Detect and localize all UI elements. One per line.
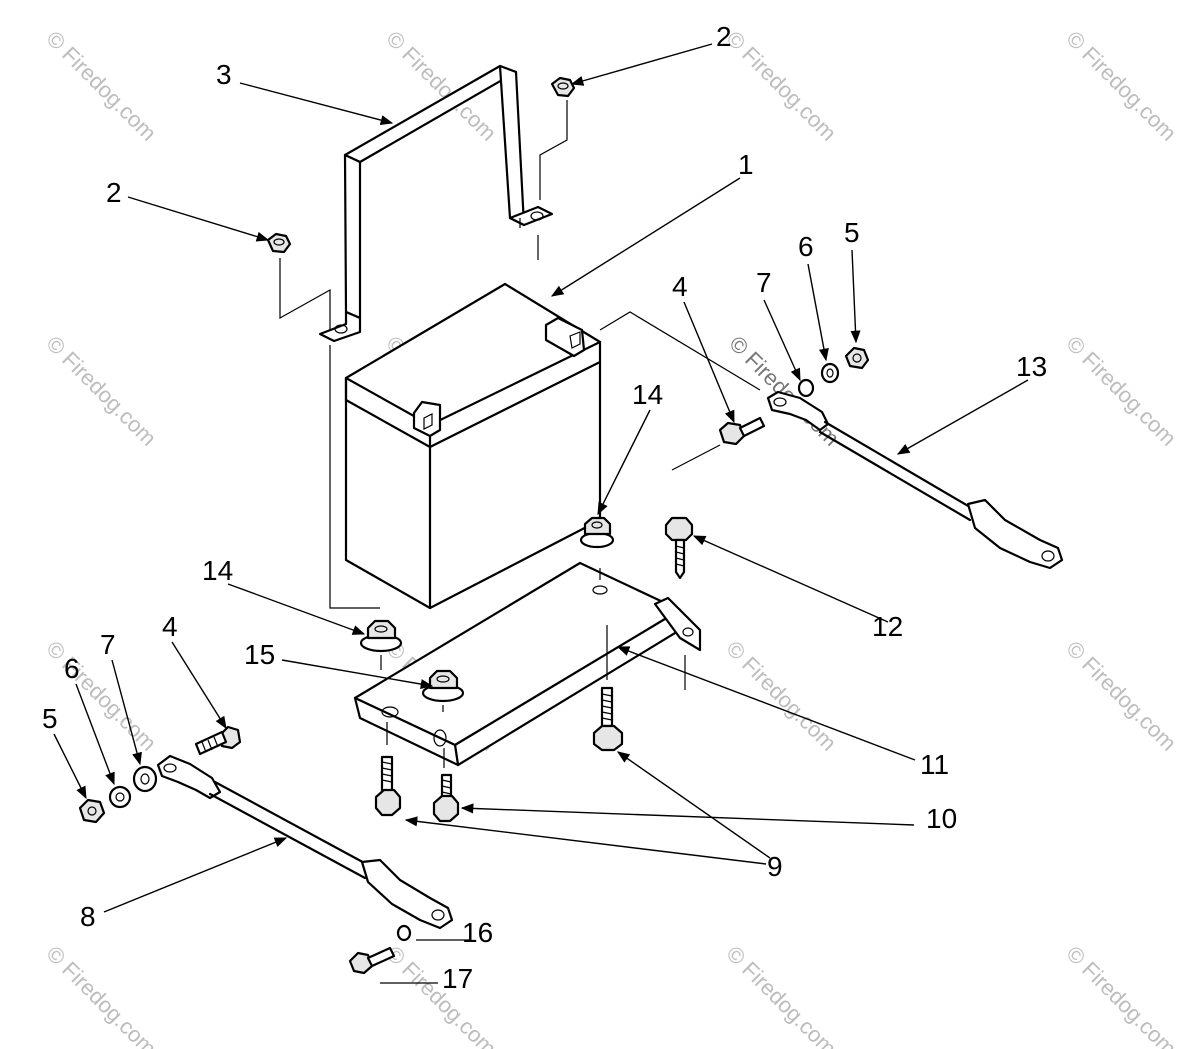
bolt-tray-left bbox=[374, 755, 402, 817]
callout-6: 6 bbox=[64, 653, 80, 684]
callout-1: 1 bbox=[738, 149, 754, 180]
lock-washer-6-right bbox=[820, 362, 840, 384]
watermark: © Firedog.com bbox=[721, 26, 841, 146]
callout-3: 3 bbox=[216, 59, 232, 90]
hex-nut-top-right bbox=[550, 76, 576, 98]
callout-13: 13 bbox=[1016, 351, 1047, 382]
watermark: © Firedog.com bbox=[41, 26, 161, 146]
callout-leaders bbox=[53, 43, 1029, 913]
hex-nut-5-left bbox=[78, 798, 106, 824]
callout-6: 6 bbox=[798, 231, 814, 262]
watermark: © Firedog.com bbox=[1061, 331, 1180, 451]
bolt-tray-center bbox=[432, 773, 460, 823]
bolt-tray-right bbox=[592, 686, 624, 752]
callout-4: 4 bbox=[162, 611, 178, 642]
lock-washer-6-left bbox=[108, 785, 132, 809]
callout-7: 7 bbox=[756, 267, 772, 298]
callout-2: 2 bbox=[716, 21, 732, 52]
callout-12: 12 bbox=[872, 611, 903, 642]
callout-labels: 1 2 2 3 4 4 5 5 6 6 7 7 8 9 10 11 12 13 … bbox=[42, 21, 1047, 994]
callout-11: 11 bbox=[920, 749, 949, 780]
callout-5: 5 bbox=[844, 217, 860, 248]
callout-9: 9 bbox=[767, 851, 783, 882]
callout-15: 15 bbox=[244, 639, 275, 670]
hex-nut-5-right bbox=[844, 346, 870, 370]
bolt-4-left bbox=[194, 725, 242, 756]
battery-hold-down-bracket bbox=[318, 64, 554, 343]
callout-16: 16 bbox=[462, 917, 493, 948]
hex-nut-top-left bbox=[266, 232, 292, 254]
callout-8: 8 bbox=[80, 901, 96, 932]
callout-5: 5 bbox=[42, 703, 58, 734]
watermark: © Firedog.com bbox=[1061, 941, 1180, 1049]
watermark: © Firedog.com bbox=[381, 941, 501, 1049]
callout-10: 10 bbox=[926, 803, 957, 834]
callout-7: 7 bbox=[100, 629, 116, 660]
bolt-17 bbox=[348, 946, 396, 975]
callout-14: 14 bbox=[202, 555, 233, 586]
watermark: © Firedog.com bbox=[721, 941, 841, 1049]
callout-17: 17 bbox=[442, 963, 473, 994]
watermark: © Firedog.com bbox=[721, 636, 841, 756]
battery-cable-13 bbox=[766, 390, 1064, 570]
callout-4: 4 bbox=[672, 271, 688, 302]
watermark: © Firedog.com bbox=[1061, 636, 1180, 756]
flange-nut-right bbox=[579, 516, 615, 549]
callout-14: 14 bbox=[632, 379, 663, 410]
washer-7-right bbox=[797, 378, 815, 398]
battery-cable-8 bbox=[156, 754, 454, 930]
screw-12 bbox=[664, 516, 694, 580]
washer-16 bbox=[396, 924, 412, 942]
watermark: © Firedog.com bbox=[41, 941, 161, 1049]
bolt-4-right bbox=[718, 416, 766, 446]
flange-nut-left bbox=[359, 619, 403, 653]
callout-2: 2 bbox=[106, 177, 122, 208]
battery bbox=[344, 282, 602, 610]
watermark: © Firedog.com bbox=[41, 331, 161, 451]
washer-7-left bbox=[132, 765, 158, 793]
watermark: © Firedog.com bbox=[1061, 26, 1180, 146]
